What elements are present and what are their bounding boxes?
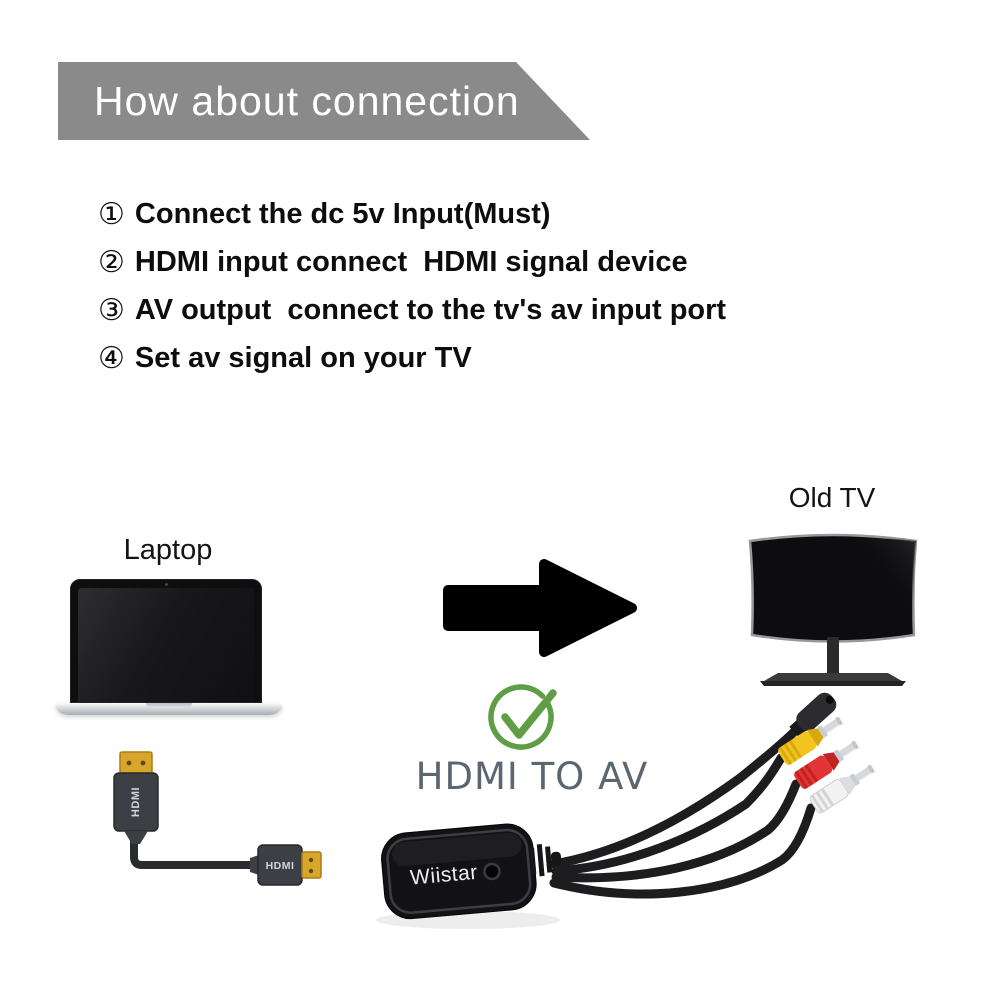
title-banner: How about connection	[58, 62, 590, 140]
laptop-label: Laptop	[123, 534, 213, 566]
rca-yellow-connector	[778, 716, 843, 766]
hdmi-cable-wire	[130, 836, 260, 869]
laptop-base	[56, 703, 282, 715]
hdmi-cable-illustration: HDMI HDMI	[113, 751, 322, 886]
step-2-number: ②	[98, 245, 125, 279]
av-cables	[549, 725, 816, 899]
laptop-notch	[146, 703, 192, 708]
converter-label: HDMI TO AV	[415, 755, 649, 798]
step-2: ② HDMI input connect HDMI signal device	[98, 238, 726, 286]
step-3: ③ AV output connect to the tv's av input…	[98, 286, 726, 334]
converter-illustration: Wiistar	[376, 692, 875, 929]
rca-red-connector	[794, 740, 859, 790]
step-3-text: AV output connect to the tv's av input p…	[134, 293, 727, 326]
tv-stand-base	[764, 673, 902, 681]
page-title: How about connection	[94, 77, 520, 124]
old-tv-label: Old TV	[788, 482, 876, 513]
webcam-dot-icon	[165, 583, 168, 586]
rca-white-connector	[809, 764, 875, 814]
converter-body: Wiistar	[381, 823, 562, 920]
step-3-number: ③	[98, 293, 125, 327]
dc-jack-connector	[789, 692, 837, 738]
tv-stand-neck	[827, 637, 839, 676]
svg-text:HDMI: HDMI	[130, 787, 142, 817]
step-4: ④ Set av signal on your TV	[98, 334, 726, 382]
laptop-screen	[70, 579, 262, 703]
step-4-text: Set av signal on your TV	[134, 341, 472, 374]
step-1-number: ①	[98, 197, 125, 231]
old-tv-illustration	[748, 533, 918, 686]
step-1-text: Connect the dc 5v Input(Must)	[134, 197, 551, 230]
dc-input-hole	[483, 862, 501, 881]
instruction-steps: ① Connect the dc 5v Input(Must) ② HDMI i…	[98, 190, 726, 382]
hdmi-plug-vertical: HDMI	[113, 751, 159, 844]
svg-text:HDMI: HDMI	[266, 860, 295, 872]
hdmi-plug-horizontal: HDMI	[250, 844, 322, 886]
laptop-display	[78, 588, 254, 702]
arrow-right-icon	[443, 559, 637, 657]
step-1: ① Connect the dc 5v Input(Must)	[98, 190, 726, 238]
checkmark-icon	[488, 684, 557, 750]
step-2-text: HDMI input connect HDMI signal device	[134, 245, 688, 278]
step-4-number: ④	[98, 341, 125, 375]
